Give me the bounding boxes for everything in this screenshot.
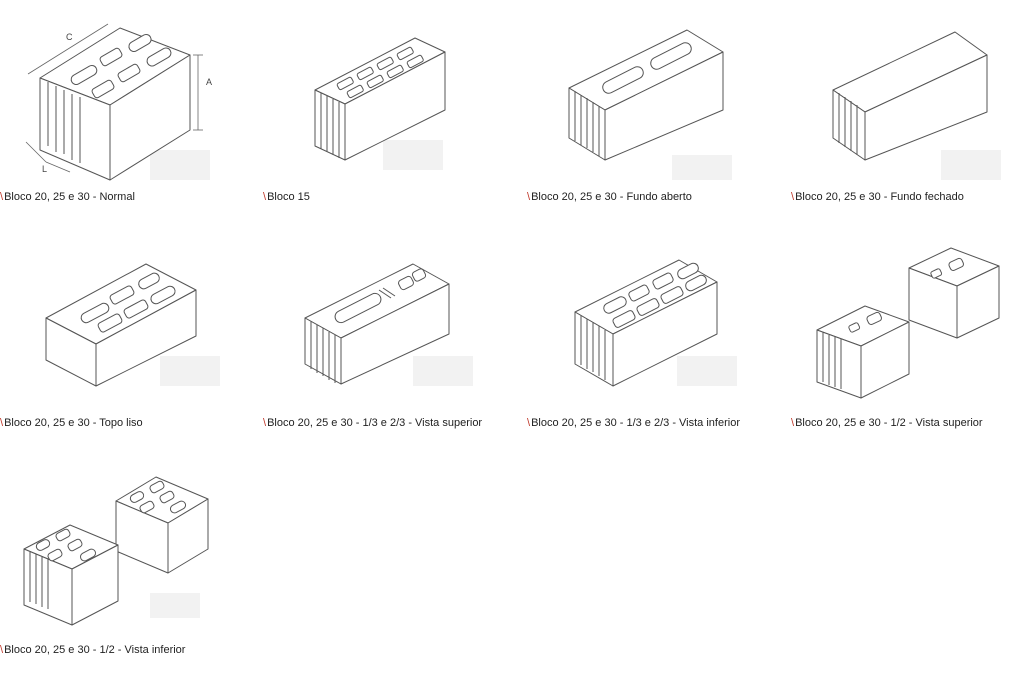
caption-marker: \ [263,417,267,429]
caption-text: Bloco 15 [267,191,310,203]
block-terco-superior-image [304,263,473,386]
caption-text: Bloco 20, 25 e 30 - Fundo fechado [795,191,964,203]
gallery-caption[interactable]: \Bloco 20, 25 e 30 - Normal [0,190,135,204]
caption-text: Bloco 20, 25 e 30 - 1/2 - Vista superior [795,417,983,429]
gallery-caption[interactable]: \Bloco 20, 25 e 30 - 1/3 e 2/3 - Vista s… [263,416,482,430]
gallery-item-bloco-15[interactable]: \Bloco 15 [263,0,513,220]
caption-text: Bloco 20, 25 e 30 - Topo liso [4,417,143,429]
dimension-label-l: L [42,164,47,174]
gallery-item-fundo-aberto[interactable]: \Bloco 20, 25 e 30 - Fundo aberto [527,0,777,220]
block-meio-superior-image [816,247,1000,399]
block-fundo-fechado-image [832,31,1001,180]
gallery-item-normal[interactable]: C A L \Bloco 20, 25 e 30 - Normal [0,0,250,220]
caption-text: Bloco 20, 25 e 30 - 1/2 - Vista inferior [4,644,186,656]
gallery-caption[interactable]: \Bloco 20, 25 e 30 - 1/2 - Vista inferio… [0,643,185,657]
caption-marker: \ [527,417,531,429]
gallery-item-meio-vista-superior[interactable]: \Bloco 20, 25 e 30 - 1/2 - Vista superio… [791,226,1024,446]
caption-marker: \ [0,644,4,656]
gallery-item-terco-vista-inferior[interactable]: \Bloco 20, 25 e 30 - 1/3 e 2/3 - Vista i… [527,226,777,446]
caption-text: Bloco 20, 25 e 30 - 1/3 e 2/3 - Vista su… [267,417,483,429]
gallery-item-fundo-fechado[interactable]: \Bloco 20, 25 e 30 - Fundo fechado [791,0,1024,220]
gallery-caption[interactable]: \Bloco 20, 25 e 30 - Fundo fechado [791,190,964,204]
caption-marker: \ [263,191,267,203]
caption-marker: \ [0,417,4,429]
block-topo-liso-image [45,263,220,387]
block-fundo-aberto-image [568,29,732,180]
caption-marker: \ [527,191,531,203]
caption-marker: \ [791,191,795,203]
dimension-label-c: C [66,32,73,42]
gallery-item-terco-vista-superior[interactable]: \Bloco 20, 25 e 30 - 1/3 e 2/3 - Vista s… [263,226,513,446]
gallery-item-topo-liso[interactable]: \Bloco 20, 25 e 30 - Topo liso [0,226,250,446]
caption-text: Bloco 20, 25 e 30 - 1/3 e 2/3 - Vista in… [531,417,740,429]
caption-text: Bloco 20, 25 e 30 - Fundo aberto [531,191,692,203]
gallery-item-meio-vista-inferior[interactable]: \Bloco 20, 25 e 30 - 1/2 - Vista inferio… [0,453,250,673]
caption-marker: \ [791,417,795,429]
block-normal-image: C A L [25,23,212,181]
gallery-caption[interactable]: \Bloco 20, 25 e 30 - 1/2 - Vista superio… [791,416,983,430]
gallery-caption[interactable]: \Bloco 20, 25 e 30 - 1/3 e 2/3 - Vista i… [527,416,740,430]
caption-text: Bloco 20, 25 e 30 - Normal [4,191,135,203]
gallery-caption[interactable]: \Bloco 20, 25 e 30 - Topo liso [0,416,143,430]
caption-marker: \ [0,191,4,203]
block-15-image [314,37,446,170]
block-meio-inferior-image [23,476,209,626]
block-terco-inferior-image [574,259,737,387]
gallery-caption[interactable]: \Bloco 15 [263,190,310,204]
dimension-label-a: A [206,77,212,87]
gallery-caption[interactable]: \Bloco 20, 25 e 30 - Fundo aberto [527,190,692,204]
